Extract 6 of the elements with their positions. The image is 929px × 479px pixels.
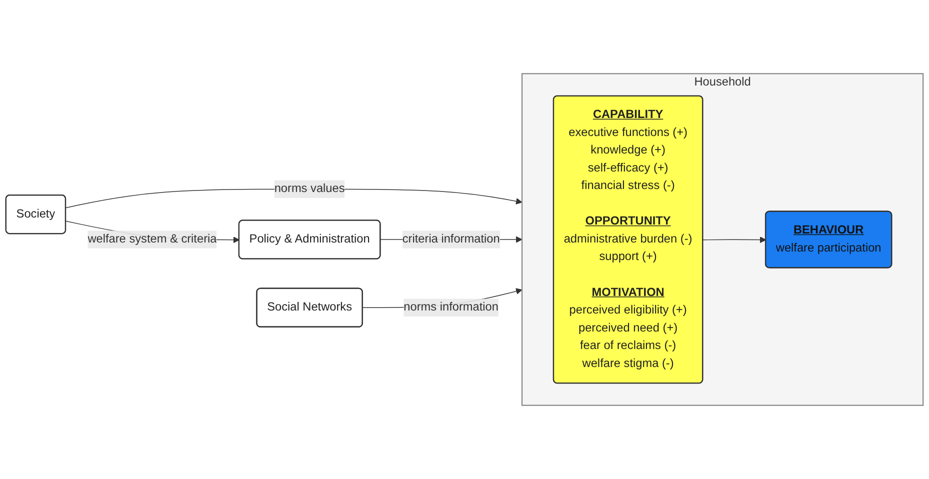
edge-label: welfare system & criteria	[88, 232, 217, 246]
edge-label: norms values	[274, 182, 345, 196]
arrow	[702, 236, 766, 244]
cluster	[521, 73, 924, 406]
edge-label: criteria information	[402, 232, 500, 246]
edge-label: norms information	[404, 300, 498, 314]
